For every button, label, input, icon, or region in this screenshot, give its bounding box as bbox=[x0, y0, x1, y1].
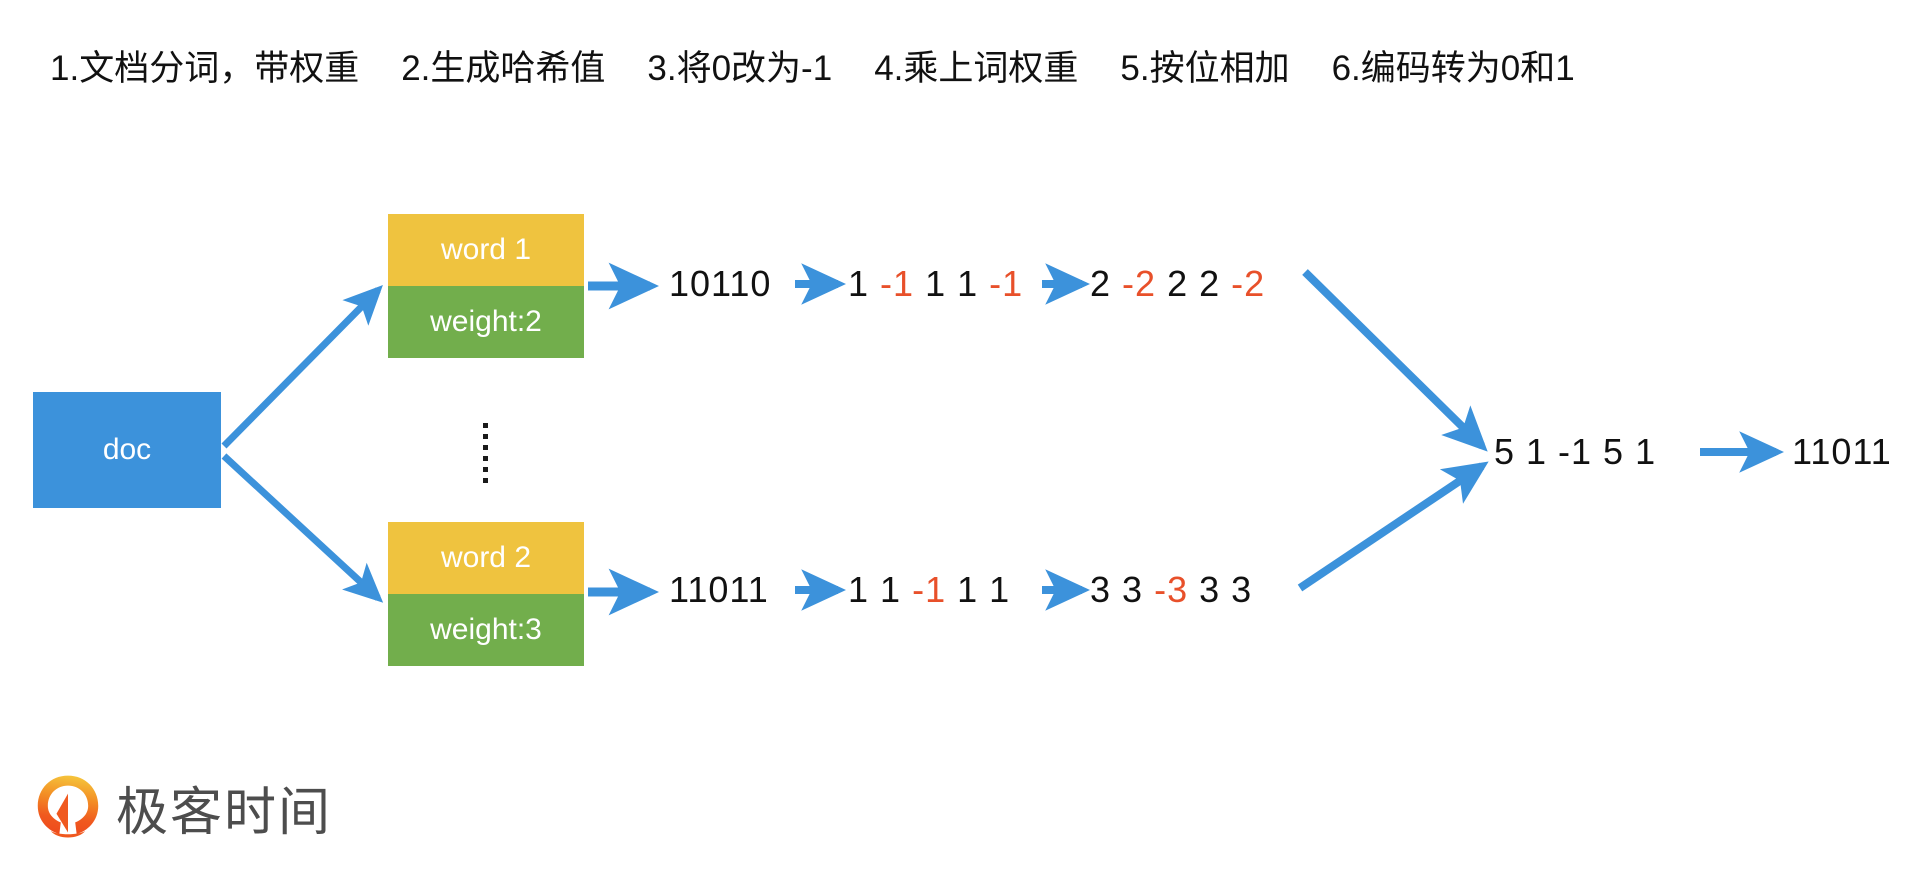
step-4: 4.乘上词权重 bbox=[874, 49, 1079, 88]
negative-value: -1 bbox=[912, 569, 947, 610]
negative-value: -3 bbox=[1154, 569, 1189, 610]
positive-value: 1 bbox=[989, 569, 1011, 610]
ellipsis-dot bbox=[482, 434, 488, 439]
brand-logo: 极客时间 bbox=[32, 770, 332, 845]
positive-value: 1 bbox=[957, 263, 979, 304]
ellipsis-dot bbox=[482, 478, 488, 483]
arrow-doc-to-word1 bbox=[221, 285, 383, 449]
geek-time-logo-icon bbox=[37, 775, 99, 838]
word-card-2[interactable]: word 2 weight:3 bbox=[388, 522, 584, 666]
word-name-1: word 1 bbox=[388, 214, 584, 286]
negative-value: -2 bbox=[1122, 263, 1157, 304]
steps-header: 1.文档分词，带权重 2.生成哈希值 3.将0改为-1 4.乘上词权重 5.按位相加 6.… bbox=[50, 44, 1890, 94]
brand-logo-text: 极客时间 bbox=[116, 783, 333, 843]
word-card-1[interactable]: word 1 weight:2 bbox=[388, 214, 584, 358]
word-weight-2: weight:3 bbox=[388, 594, 584, 666]
positive-value: 1 bbox=[848, 263, 870, 304]
step-2: 2.生成哈希值 bbox=[401, 49, 606, 88]
positive-value: 1 bbox=[925, 263, 947, 304]
positive-value: 2 bbox=[1167, 263, 1189, 304]
arrow-doc-to-word2 bbox=[221, 453, 384, 603]
signed-vector-row-1: 1 -1 1 1 -1 bbox=[848, 262, 1023, 306]
negative-value: -1 bbox=[880, 263, 915, 304]
arrow-weighted2-to-sum bbox=[1297, 461, 1489, 592]
doc-label: doc bbox=[102, 433, 152, 466]
step-6: 6.编码转为0和1 bbox=[1331, 49, 1575, 88]
word-weight-1-label: weight:2 bbox=[430, 305, 542, 338]
step-5: 5.按位相加 bbox=[1120, 49, 1290, 88]
signed-vector-row-2: 1 1 -1 1 1 bbox=[848, 568, 1010, 612]
vertical-ellipsis-icon bbox=[481, 423, 489, 483]
hash-value-row-1: 10110 bbox=[669, 263, 772, 304]
negative-value: -2 bbox=[1231, 263, 1266, 304]
ellipsis-dot bbox=[482, 467, 488, 472]
hash-value-row-2: 11011 bbox=[669, 569, 769, 610]
positive-value: 2 bbox=[1090, 263, 1112, 304]
positive-value: 3 bbox=[1122, 569, 1144, 610]
word-weight-2-label: weight:3 bbox=[430, 613, 542, 646]
positive-value: 3 bbox=[1231, 569, 1253, 610]
positive-value: 2 bbox=[1199, 263, 1221, 304]
positive-value: 1 bbox=[957, 569, 979, 610]
word-weight-1: weight:2 bbox=[388, 286, 584, 358]
word-name-1-label: word 1 bbox=[440, 233, 532, 266]
final-fingerprint: 11011 bbox=[1792, 431, 1892, 472]
step-3: 3.将0改为-1 bbox=[647, 49, 833, 88]
doc-box[interactable]: doc bbox=[33, 392, 221, 508]
positive-value: 1 bbox=[880, 569, 902, 610]
negative-value: -1 bbox=[989, 263, 1024, 304]
step-1: 1.文档分词，带权重 bbox=[50, 49, 360, 88]
ellipsis-dot bbox=[482, 456, 488, 461]
ellipsis-dot bbox=[482, 445, 488, 450]
summed-vector: 5 1 -1 5 1 bbox=[1494, 431, 1657, 472]
word-name-2: word 2 bbox=[388, 522, 584, 594]
arrow-weighted1-to-sum bbox=[1302, 269, 1488, 452]
word-name-2-label: word 2 bbox=[440, 541, 532, 574]
ellipsis-dot bbox=[482, 423, 488, 428]
positive-value: 1 bbox=[848, 569, 870, 610]
weighted-vector-row-2: 3 3 -3 3 3 bbox=[1090, 568, 1252, 612]
positive-value: 3 bbox=[1199, 569, 1221, 610]
positive-value: 3 bbox=[1090, 569, 1112, 610]
weighted-vector-row-1: 2 -2 2 2 -2 bbox=[1090, 262, 1265, 306]
